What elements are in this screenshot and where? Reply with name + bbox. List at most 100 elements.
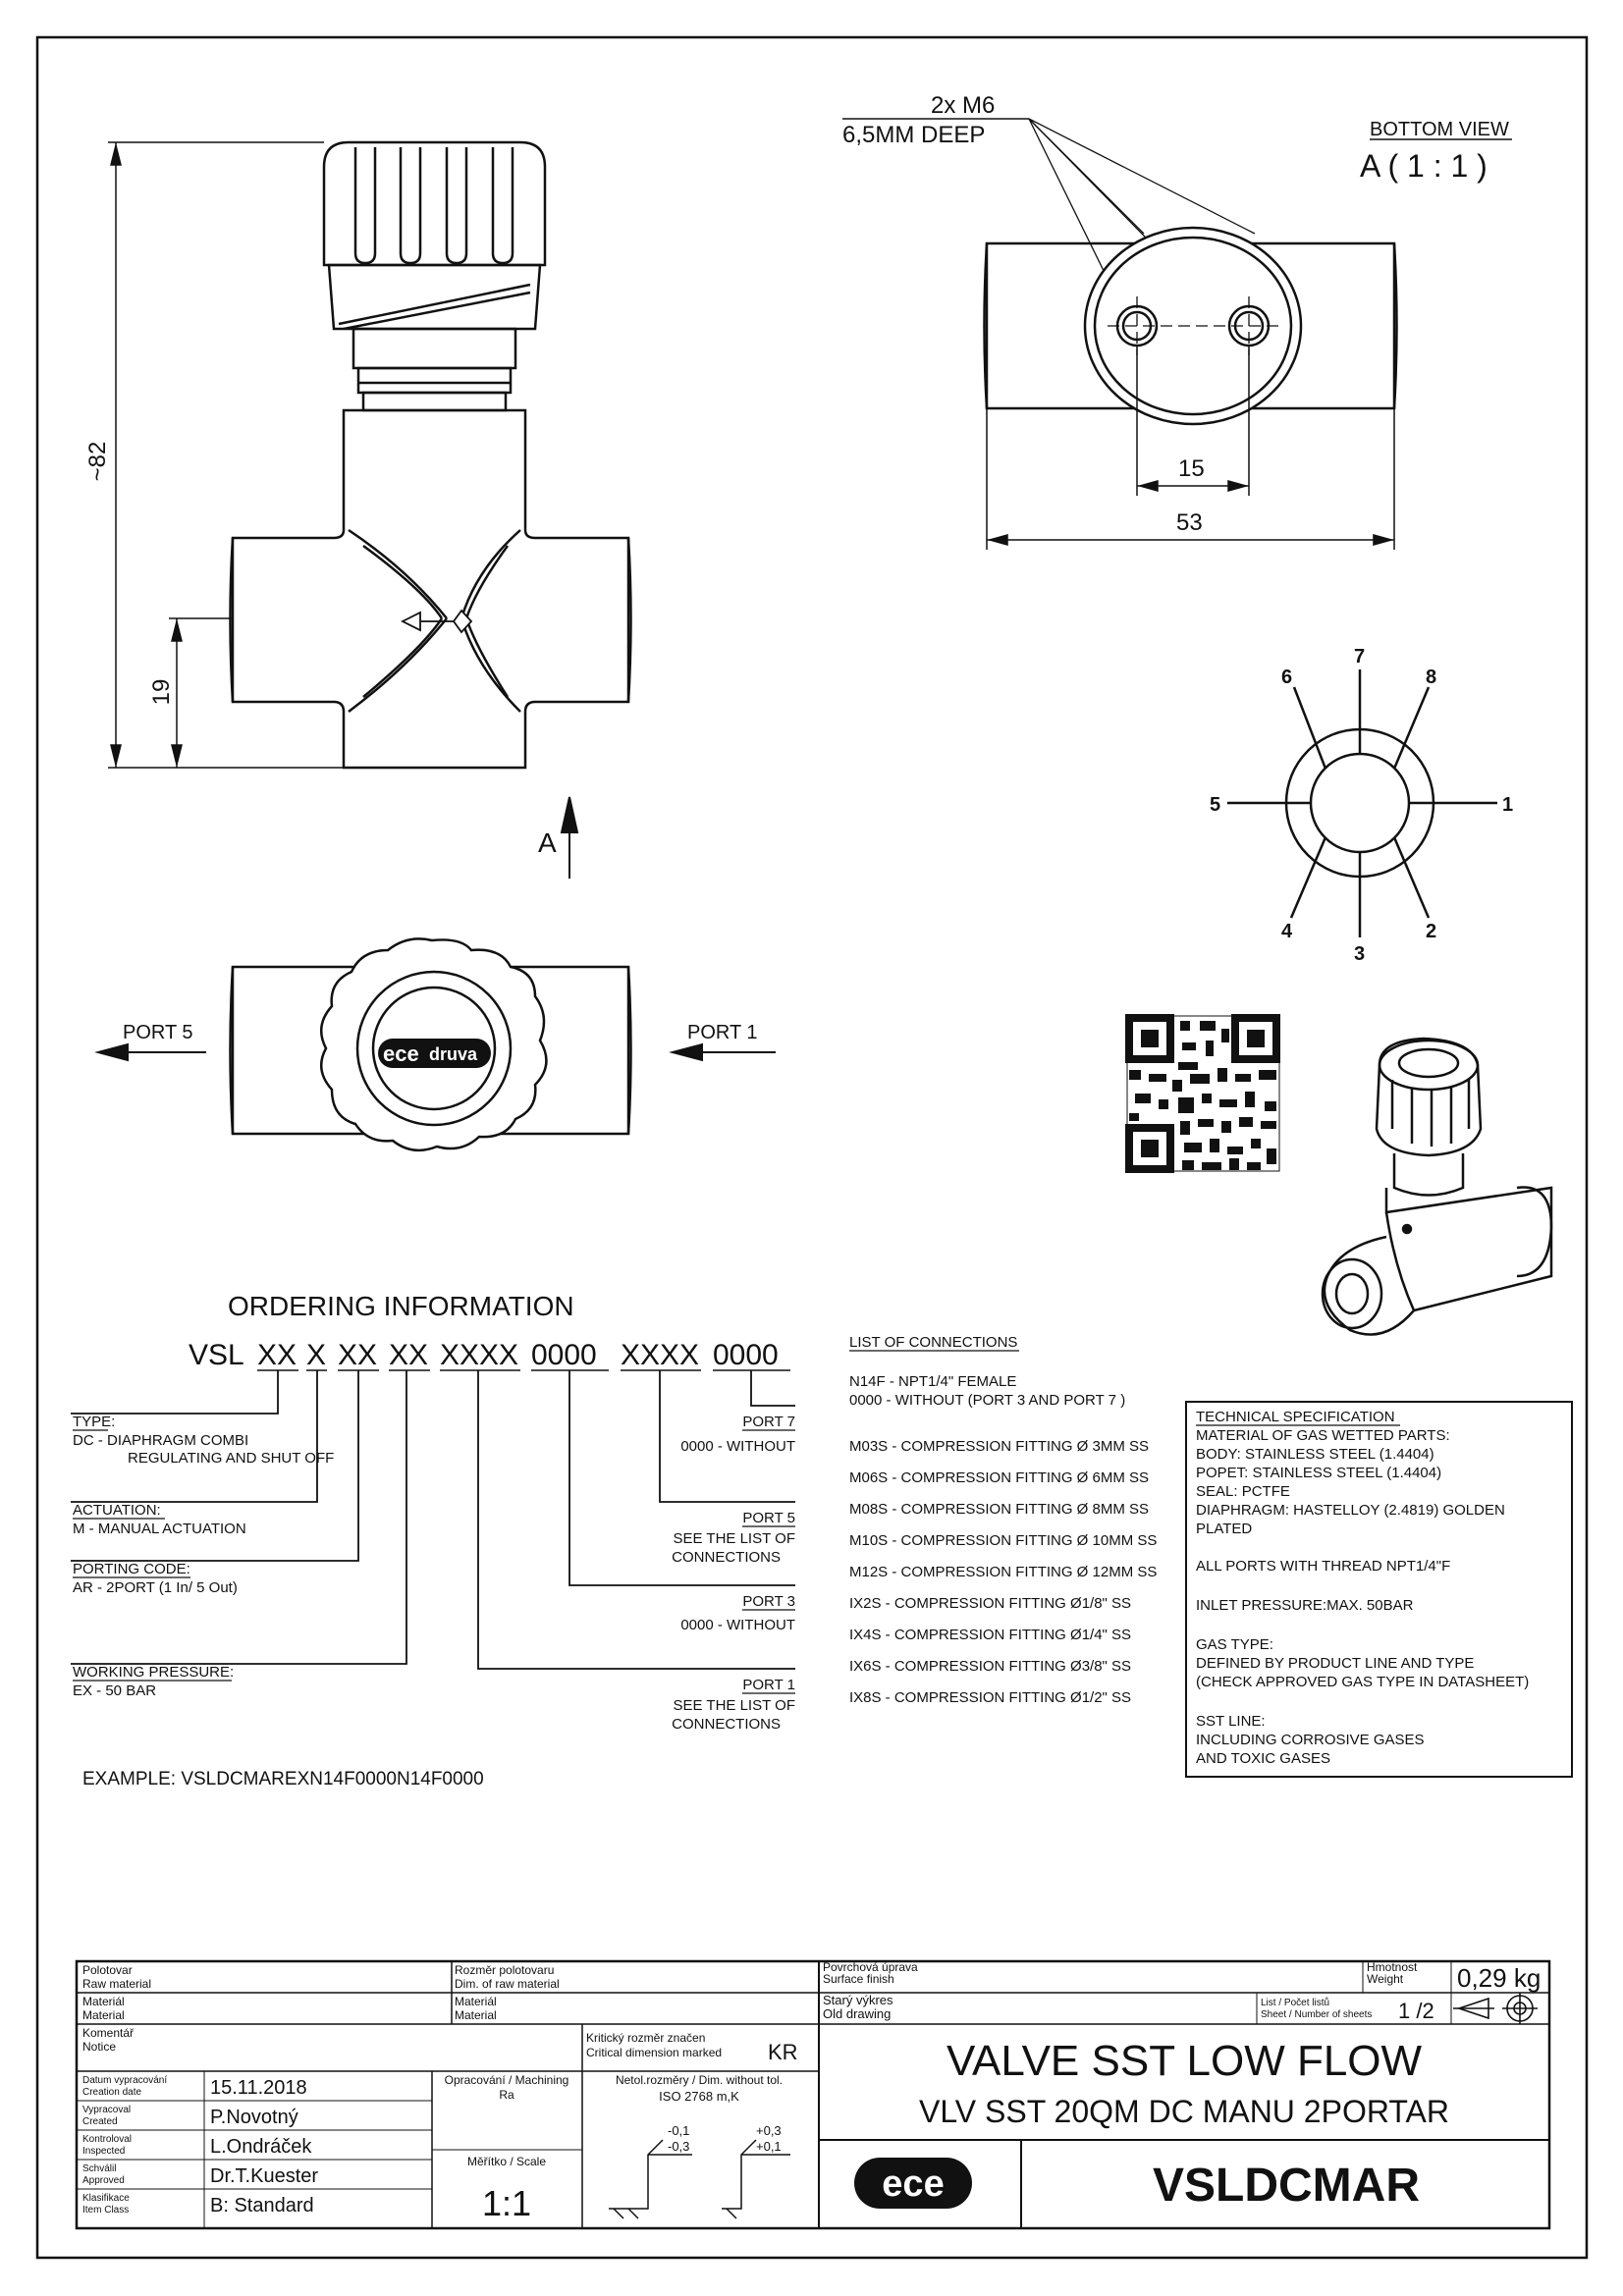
tb-finish-cz: Povrchová úprava: [823, 1960, 918, 1974]
port5-heading: PORT 5: [742, 1510, 795, 1526]
tech-spec: TECHNICAL SPECIFICATION MATERIAL OF GAS …: [1185, 1401, 1573, 1778]
spec-2: POPET: STAINLESS STEEL (1.4404): [1196, 1465, 1441, 1481]
front-view: ece druva PORT 5 PORT 1: [94, 937, 776, 1152]
dim-height: [108, 141, 344, 769]
bottom-body: [983, 226, 1398, 426]
spec-15: SST LINE:: [1196, 1713, 1266, 1730]
tb-part-number: VSLDCMAR: [1153, 2160, 1420, 2212]
view-arrow: [560, 796, 579, 879]
tb-critical-mark: KR: [768, 2040, 798, 2064]
porting-line-1: AR - 2PORT (1 In/ 5 Out): [73, 1579, 238, 1596]
tb-material2-cz: Materiál: [455, 1995, 497, 2008]
code-seg-3: XX: [389, 1339, 428, 1371]
port7-line-1: 0000 - WITHOUT: [680, 1438, 795, 1455]
dim-width-label: 53: [1176, 509, 1203, 536]
tb-weight: 0,29 kg: [1457, 1963, 1541, 1993]
spec-11: GAS TYPE:: [1196, 1636, 1273, 1653]
port1-line-2: CONNECTIONS: [672, 1716, 781, 1733]
port-5-label: PORT 5: [123, 1022, 193, 1043]
port1-heading: PORT 1: [742, 1677, 795, 1693]
conn-10: IX8S - COMPRESSION FITTING Ø1/2" SS: [849, 1689, 1131, 1706]
tb-dimraw-cz: Rozměr polotovaru: [455, 1963, 554, 1977]
projection-symbol-icon: [1453, 1993, 1538, 2024]
view-arrow-label: A: [538, 828, 557, 858]
spec-0: MATERIAL OF GAS WETTED PARTS:: [1196, 1427, 1450, 1444]
bottom-view-title: BOTTOM VIEW: [1370, 119, 1509, 140]
port-diagram: 1 2 3 4 5 6 7 8: [1210, 646, 1513, 965]
spec-7: ALL PORTS WITH THREAD NPT1/4"F: [1196, 1558, 1450, 1575]
connections-title: LIST OF CONNECTIONS: [849, 1334, 1017, 1351]
spec-17: AND TOXIC GASES: [1196, 1750, 1330, 1767]
tb-weight-cz: Hmotnost: [1367, 1960, 1418, 1974]
tb-class-cz: Klasifikace: [82, 2193, 130, 2204]
bottom-view-scale: A ( 1 : 1 ): [1360, 148, 1488, 184]
tb-tol-neg-1: -0,1: [668, 2123, 689, 2138]
tb-raw-cz: Polotovar: [82, 1963, 133, 1977]
conn-7: IX2S - COMPRESSION FITTING Ø1/8" SS: [849, 1595, 1131, 1612]
code-seg-5: 0000: [531, 1339, 597, 1371]
tb-sheet-en: Sheet / Number of sheets: [1261, 2009, 1372, 2020]
tb-sheet: 1 /2: [1398, 1999, 1434, 2023]
tb-inspected-cz: Kontroloval: [82, 2134, 132, 2145]
spec-1: BODY: STAINLESS STEEL (1.4404): [1196, 1446, 1434, 1463]
tb-inspected-by: L.Ondráček: [210, 2136, 312, 2158]
spec-3: SEAL: PCTFE: [1196, 1483, 1290, 1500]
spec-5: PLATED: [1196, 1521, 1252, 1537]
tb-weight-en: Weight: [1367, 1972, 1404, 1986]
port-1-label: PORT 1: [687, 1022, 758, 1043]
tb-tol-pos-1: +0,3: [756, 2123, 782, 2138]
actuation-heading: ACTUATION:: [73, 1502, 161, 1519]
spec-12: DEFINED BY PRODUCT LINE AND TYPE: [1196, 1655, 1474, 1672]
ordering-info: ORDERING INFORMATION VSL XX X XX XX XXXX…: [71, 1291, 795, 1789]
spec-16: INCLUDING CORROSIVE GASES: [1196, 1732, 1425, 1748]
tb-dimraw-en: Dim. of raw material: [455, 1977, 560, 1991]
tb-created-date: 15.11.2018: [210, 2077, 307, 2099]
tb-item-class: B: Standard: [210, 2195, 314, 2216]
tb-inspected-en: Inspected: [82, 2146, 125, 2157]
example-code: EXAMPLE: VSLDCMAREXN14F0000N14F0000: [82, 1769, 484, 1789]
tb-raw-en: Raw material: [82, 1977, 151, 1991]
port-num-2: 2: [1426, 921, 1436, 942]
tb-sheet-cz: List / Počet listů: [1261, 1997, 1329, 2008]
port3-line-1: 0000 - WITHOUT: [680, 1617, 795, 1633]
ordering-title: ORDERING INFORMATION: [228, 1291, 574, 1321]
tb-scale: 1:1: [482, 2183, 531, 2223]
tb-machining: Opracování / Machining: [445, 2073, 569, 2087]
port-num-8: 8: [1426, 667, 1436, 688]
tb-approved-en: Approved: [82, 2175, 125, 2186]
conn-9: IX6S - COMPRESSION FITTING Ø3/8" SS: [849, 1658, 1131, 1675]
port5-line-2: CONNECTIONS: [672, 1549, 781, 1566]
dim-port: [169, 617, 233, 768]
pressure-heading: WORKING PRESSURE:: [73, 1664, 234, 1681]
code-seg-4: XXXX: [440, 1339, 518, 1371]
spec-9: INLET PRESSURE:MAX. 50BAR: [1196, 1597, 1414, 1614]
tb-created-by: P.Novotný: [210, 2107, 298, 2128]
spec-4: DIAPHRAGM: HASTELLOY (2.4819) GOLDEN: [1196, 1502, 1505, 1519]
tb-notice-en: Notice: [82, 2040, 116, 2054]
tb-tolerance-1: Netol.rozměry / Dim. without tol.: [616, 2073, 783, 2087]
conn-5: M10S - COMPRESSION FITTING Ø 10MM SS: [849, 1532, 1157, 1549]
holes-label-1: 2x M6: [931, 92, 995, 119]
tb-tol-pos-2: +0,1: [756, 2139, 782, 2154]
tb-company: ece: [882, 2163, 944, 2205]
code-seg-1: X: [306, 1339, 326, 1371]
tb-material2-en: Material: [455, 2008, 497, 2022]
company-logo: ece: [854, 2158, 972, 2209]
code-seg-7: 0000: [713, 1339, 779, 1371]
tb-material-cz: Materiál: [82, 1995, 125, 2008]
pressure-line-1: EX - 50 BAR: [73, 1682, 156, 1699]
conn-1: 0000 - WITHOUT (PORT 3 AND PORT 7 ): [849, 1392, 1125, 1409]
code-seg-0: XX: [257, 1339, 297, 1371]
actuation-line-1: M - MANUAL ACTUATION: [73, 1521, 246, 1537]
tb-critical-en: Critical dimension marked: [586, 2046, 722, 2059]
code-seg-2: XX: [338, 1339, 377, 1371]
tb-scale-label: Měřítko / Scale: [467, 2155, 546, 2168]
port-num-5: 5: [1210, 794, 1220, 816]
tb-created-date-cz: Datum vypracování: [82, 2075, 167, 2086]
conn-0: N14F - NPT1/4" FEMALE: [849, 1373, 1016, 1390]
conn-4: M08S - COMPRESSION FITTING Ø 8MM SS: [849, 1501, 1149, 1518]
top-view: ~82 19 A: [84, 140, 632, 879]
front-logo: ece druva: [378, 1039, 491, 1068]
title-block: Polotovar Raw material Rozměr polotovaru…: [75, 1959, 1551, 2230]
